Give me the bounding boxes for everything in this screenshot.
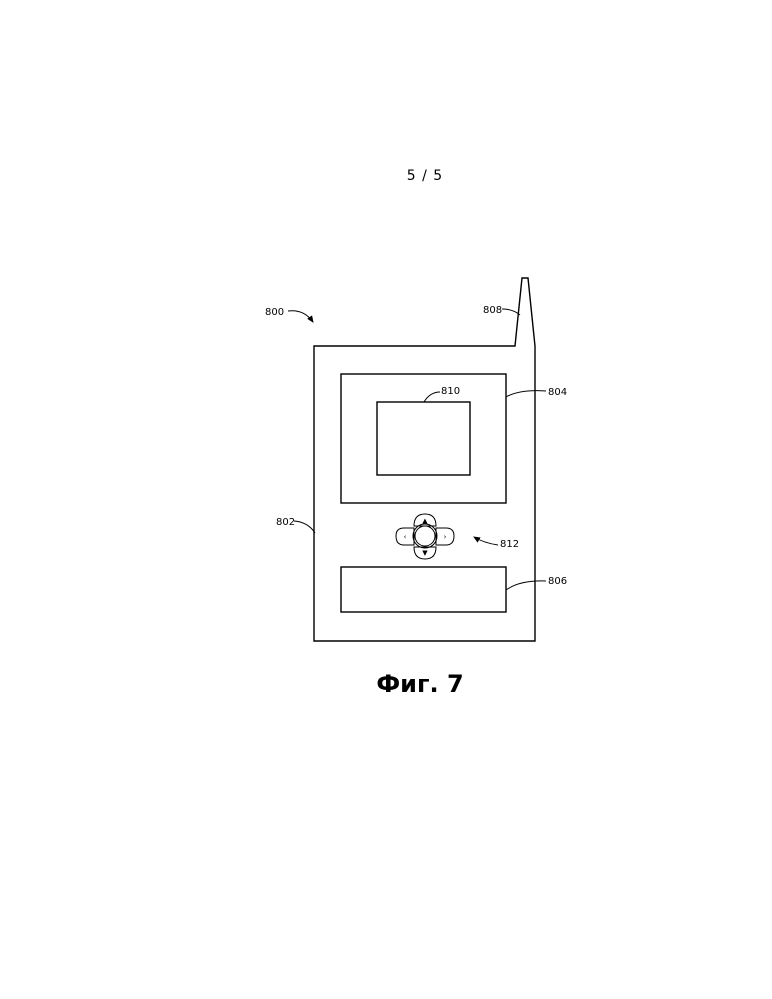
nav-up-arrow-icon: ▲: [422, 517, 428, 525]
ref-label-screen: 810: [441, 386, 460, 397]
ref-label-device: 800: [265, 307, 284, 318]
leader-800: [288, 311, 313, 322]
nav-down-arrow-icon: ▼: [422, 549, 428, 557]
ref-label-lower-panel: 806: [548, 576, 567, 587]
nav-right-arrow-icon: ›: [444, 533, 447, 541]
leader-804: [506, 391, 546, 397]
navigation-pad: ▲ ▼ ‹ ›: [396, 514, 454, 559]
leader-812: [474, 537, 498, 545]
figure-caption: Фиг. 7: [0, 670, 772, 698]
ref-label-antenna: 808: [483, 305, 502, 316]
leader-802: [294, 521, 315, 533]
device-housing: [314, 278, 535, 641]
leader-806: [506, 581, 546, 590]
nav-center-ring: [413, 524, 437, 548]
ref-label-navigation-pad: 812: [500, 539, 519, 550]
nav-center-button: [415, 526, 435, 546]
screen: [377, 402, 470, 475]
ref-label-display-frame: 804: [548, 387, 567, 398]
ref-label-housing: 802: [276, 517, 295, 528]
leader-808: [502, 309, 520, 315]
lower-panel: [341, 567, 506, 612]
leader-810: [424, 392, 440, 402]
nav-left-arrow-icon: ‹: [404, 533, 407, 541]
display-frame: [341, 374, 506, 503]
